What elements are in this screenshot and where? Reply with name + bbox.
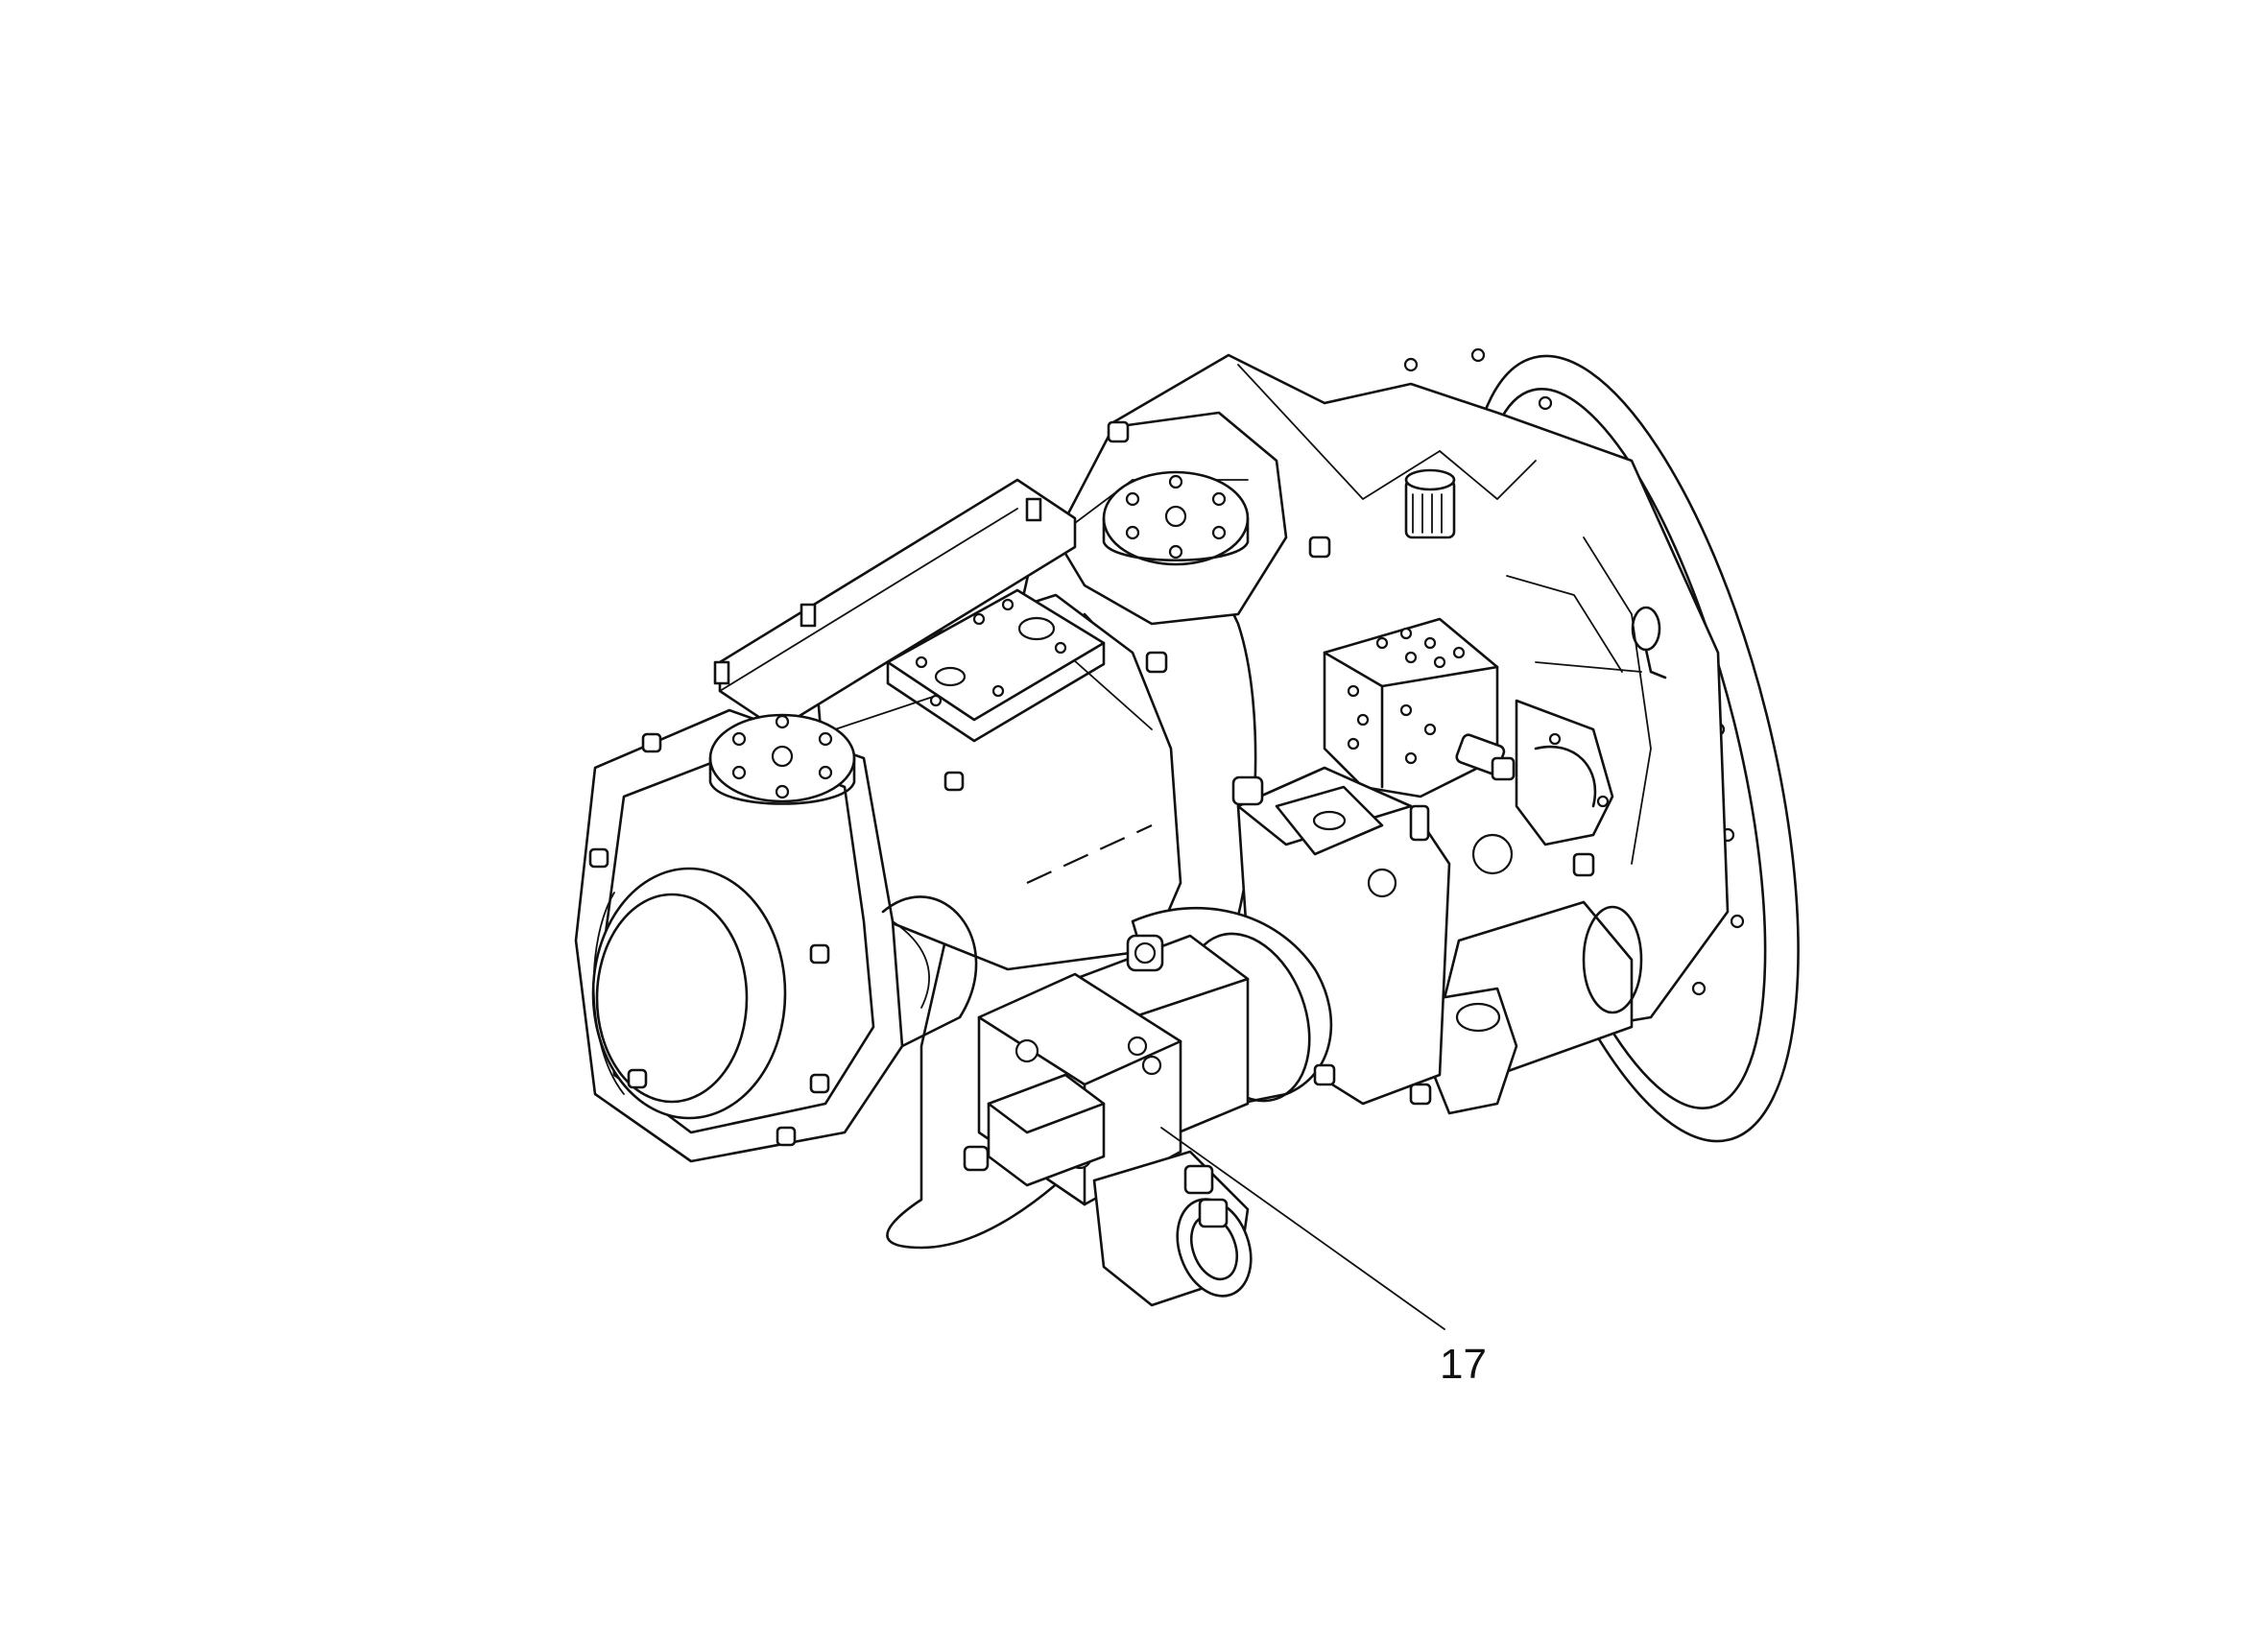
rear-port-cover bbox=[1102, 470, 1250, 566]
front-drive-cover bbox=[591, 867, 787, 1120]
middle-pump-section bbox=[814, 593, 1182, 971]
front-port-cover bbox=[708, 713, 856, 805]
breather-plug bbox=[1404, 468, 1456, 539]
front-housing-bolts bbox=[588, 732, 965, 1147]
side-regulator bbox=[1515, 699, 1614, 846]
rectangular-port-plate bbox=[886, 588, 1106, 743]
eye-bolt bbox=[1535, 606, 1667, 679]
valve-block-ports bbox=[1347, 627, 1466, 765]
callout-17: 17 bbox=[1160, 1127, 1487, 1388]
callout-leader-line bbox=[1160, 1127, 1445, 1330]
control-valve-block bbox=[1323, 617, 1499, 798]
top-rail bbox=[713, 478, 1077, 731]
housing-bolts bbox=[1107, 420, 1331, 674]
lower-housing-bolts bbox=[963, 852, 1595, 1172]
callout-label: 17 bbox=[1440, 1341, 1487, 1388]
outlet-elbow bbox=[1092, 1150, 1253, 1307]
pressure-sensor bbox=[1455, 733, 1516, 781]
